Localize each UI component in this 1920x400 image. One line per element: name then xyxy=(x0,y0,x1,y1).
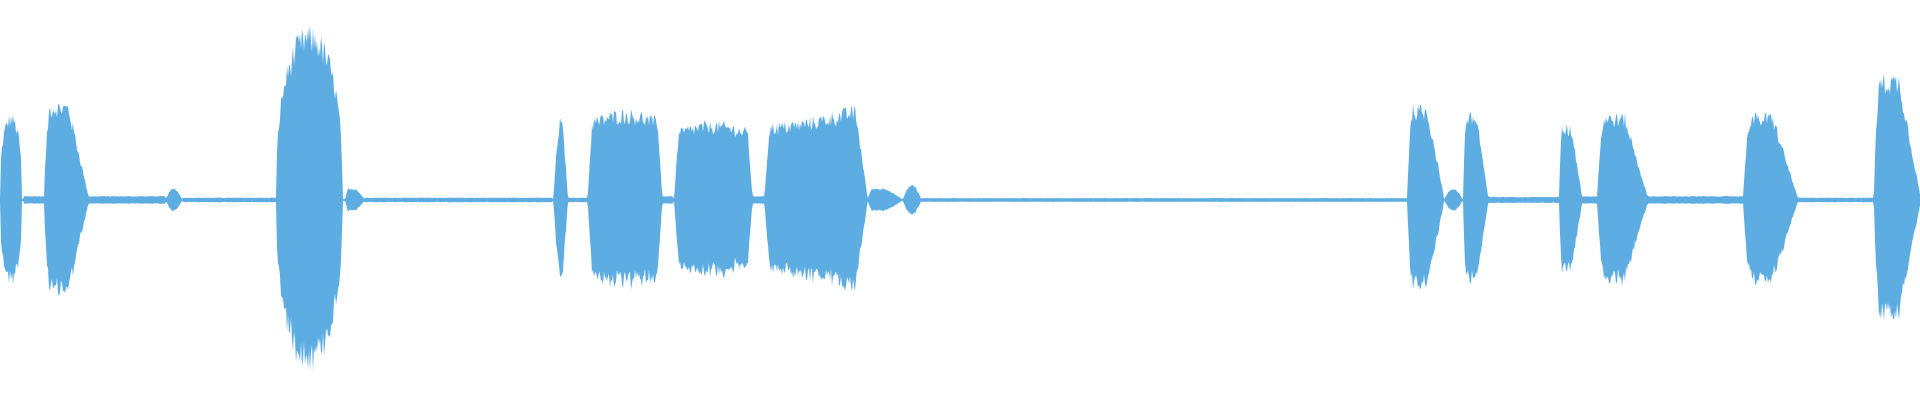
waveform-shape xyxy=(0,24,1920,372)
